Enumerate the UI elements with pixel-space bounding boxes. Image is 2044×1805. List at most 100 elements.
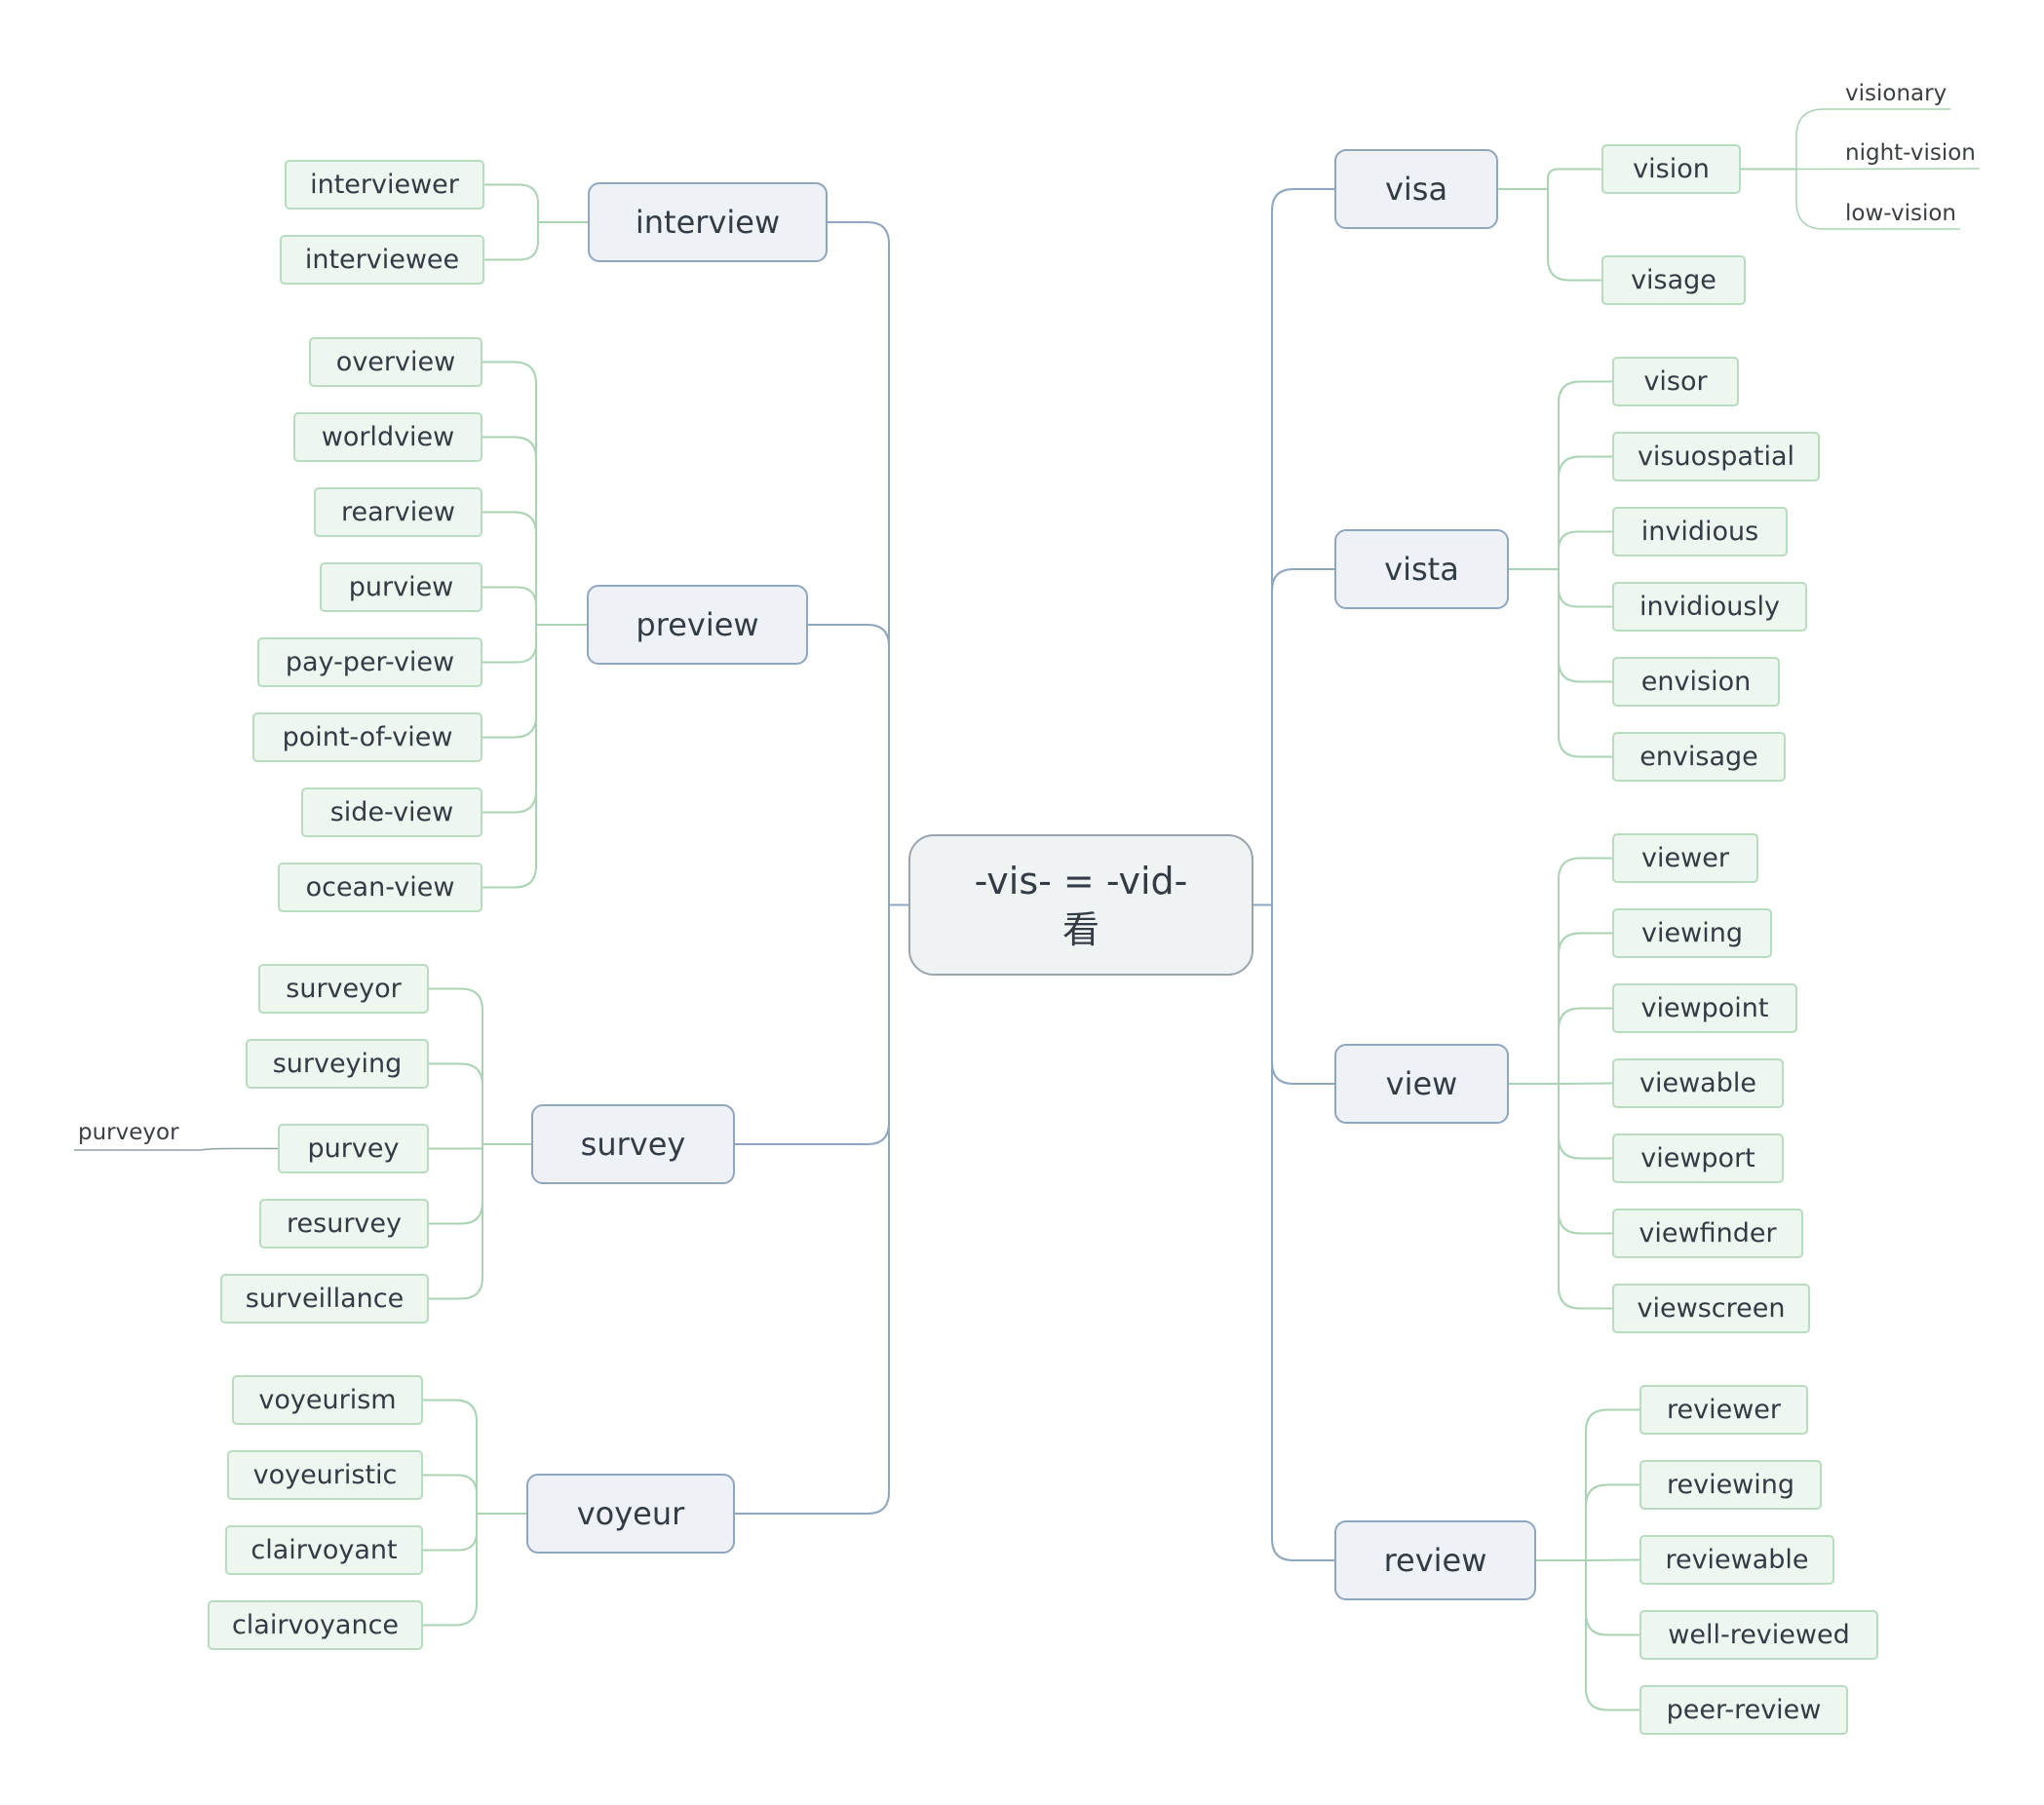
branch-preview[interactable]: preview (587, 585, 808, 665)
sublink-reviewer (1585, 1408, 1639, 1560)
sublink-surveillance (429, 1144, 483, 1300)
link-visa (1271, 188, 1334, 905)
link-interview (828, 221, 890, 905)
word-visuospatial[interactable]: visuospatial (1612, 432, 1820, 481)
link-view (1271, 904, 1334, 1085)
link-voyeur (735, 904, 890, 1515)
sublink-voyeuristic (423, 1474, 478, 1514)
word-viewport[interactable]: viewport (1612, 1133, 1784, 1183)
word-well-reviewed[interactable]: well-reviewed (1639, 1610, 1878, 1660)
sublink-envisage (1558, 569, 1612, 758)
word-invidiously[interactable]: invidiously (1612, 582, 1807, 632)
sublink-visuospatial (1558, 455, 1612, 569)
branch-vista[interactable]: vista (1334, 529, 1509, 609)
float-link-purveyor (74, 1147, 278, 1151)
sublink-pay-per-view (482, 625, 537, 664)
word-overview[interactable]: overview (309, 337, 482, 387)
sublink-interviewee (484, 222, 539, 261)
word-visor[interactable]: visor (1612, 357, 1739, 406)
word-viewpoint[interactable]: viewpoint (1612, 983, 1797, 1033)
word-viewfinder[interactable]: viewfinder (1612, 1209, 1803, 1258)
sublink-surveyor (429, 987, 483, 1144)
sublink-viewpoint (1558, 1007, 1612, 1084)
sublink-resurvey (429, 1144, 483, 1225)
sublink-viewer (1558, 857, 1612, 1084)
sublink-viewscreen (1558, 1084, 1612, 1310)
sublink-clairvoyant (423, 1514, 478, 1552)
sublink-vision (1547, 168, 1601, 189)
sublink-side-view (482, 625, 537, 814)
word-purvey[interactable]: purvey (278, 1124, 429, 1173)
sublink-purvey (429, 1144, 483, 1150)
sublink-voyeurism (423, 1399, 478, 1514)
sublink-overview (482, 361, 537, 625)
word-interviewer[interactable]: interviewer (285, 160, 484, 210)
word-voyeuristic[interactable]: voyeuristic (227, 1450, 423, 1500)
branch-interview[interactable]: interview (588, 182, 828, 262)
sublink-rearview (482, 511, 537, 625)
word-surveyor[interactable]: surveyor (258, 964, 429, 1014)
word-point-of-view[interactable]: point-of-view (252, 712, 482, 762)
sublink-reviewable (1585, 1558, 1640, 1561)
word-surveying[interactable]: surveying (246, 1039, 429, 1089)
word-pay-per-view[interactable]: pay-per-view (257, 637, 482, 687)
sublink-worldview (482, 436, 537, 625)
word-reviewing[interactable]: reviewing (1639, 1460, 1822, 1510)
sublink-invidiously (1558, 569, 1612, 608)
word-voyeurism[interactable]: voyeurism (232, 1375, 423, 1425)
sublink-surveying (429, 1062, 483, 1144)
word-visage[interactable]: visage (1601, 255, 1746, 305)
branch-voyeur[interactable]: voyeur (526, 1474, 735, 1554)
word-vision[interactable]: vision (1601, 144, 1741, 194)
word-purview[interactable]: purview (320, 562, 482, 612)
word-ocean-view[interactable]: ocean-view (278, 863, 482, 912)
sublink-visor (1558, 380, 1612, 569)
sublink-purview (482, 586, 537, 625)
sublink-well-reviewed (1585, 1560, 1639, 1636)
root-node[interactable]: -vis- = -vid- 看 (908, 834, 1253, 976)
word-low-vision[interactable]: low-vision (1845, 201, 1956, 226)
link-review (1271, 904, 1334, 1561)
word-night-vision[interactable]: night-vision (1845, 140, 1976, 166)
branch-view[interactable]: view (1334, 1044, 1509, 1124)
sublink-envision (1558, 569, 1612, 683)
word-surveillance[interactable]: surveillance (220, 1274, 429, 1324)
link-preview (808, 624, 890, 905)
word-rearview[interactable]: rearview (314, 487, 482, 537)
link-survey (735, 904, 890, 1145)
sublink-viewing (1558, 932, 1612, 1084)
word-envision[interactable]: envision (1612, 657, 1780, 707)
word-clairvoyant[interactable]: clairvoyant (225, 1525, 423, 1575)
word-worldview[interactable]: worldview (293, 412, 482, 462)
word-side-view[interactable]: side-view (301, 787, 482, 837)
word-interviewee[interactable]: interviewee (280, 235, 484, 285)
sublink-interviewer (484, 183, 539, 222)
branch-review[interactable]: review (1334, 1520, 1536, 1600)
root-line-1: -vis- = -vid- (974, 859, 1188, 902)
sublink-point-of-view (482, 625, 537, 739)
word-clairvoyance[interactable]: clairvoyance (208, 1600, 423, 1650)
sublink-viewfinder (1558, 1084, 1612, 1235)
root-line-2: 看 (1061, 907, 1099, 951)
word-viewable[interactable]: viewable (1612, 1058, 1784, 1108)
sublink-visage (1547, 189, 1601, 282)
sublink-viewable (1558, 1082, 1613, 1085)
link-vista (1271, 568, 1334, 905)
branch-visa[interactable]: visa (1334, 149, 1498, 229)
word-envisage[interactable]: envisage (1612, 732, 1786, 782)
word-viewscreen[interactable]: viewscreen (1612, 1284, 1810, 1333)
word-reviewable[interactable]: reviewable (1639, 1535, 1834, 1585)
word-peer-review[interactable]: peer-review (1639, 1685, 1848, 1735)
branch-survey[interactable]: survey (531, 1104, 735, 1184)
word-reviewer[interactable]: reviewer (1639, 1385, 1808, 1435)
sublink-peer-review (1585, 1560, 1639, 1711)
sublink-clairvoyance (423, 1514, 478, 1627)
word-visionary[interactable]: visionary (1845, 81, 1948, 106)
float-link-night-vision (1795, 168, 1980, 171)
word-viewing[interactable]: viewing (1612, 908, 1772, 958)
word-viewer[interactable]: viewer (1612, 833, 1758, 883)
word-resurvey[interactable]: resurvey (259, 1199, 429, 1248)
word-invidious[interactable]: invidious (1612, 507, 1788, 557)
word-purveyor[interactable]: purveyor (78, 1120, 179, 1145)
